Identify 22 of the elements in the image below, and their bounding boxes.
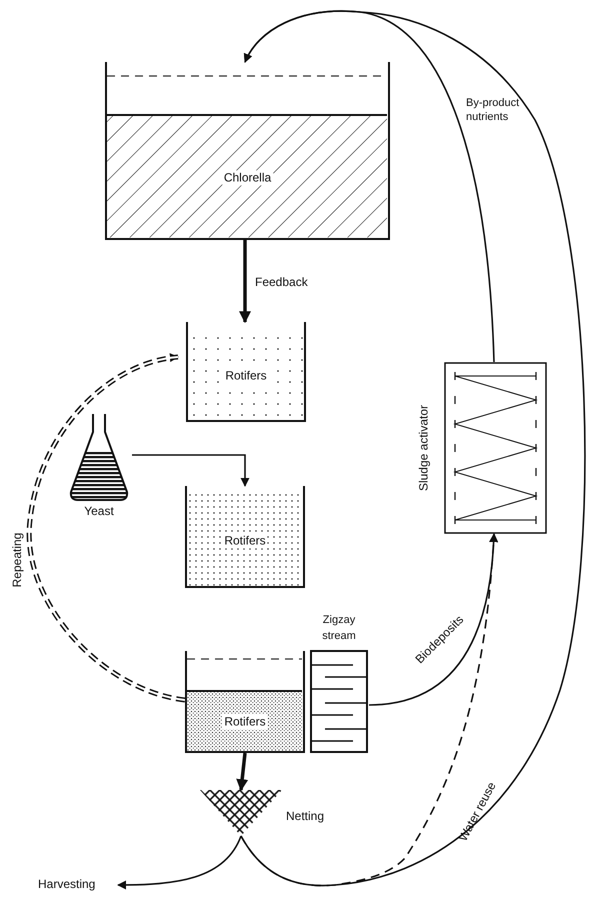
dashed-arrow [240, 533, 498, 886]
tank-label: Rotifers [222, 714, 268, 730]
edge-label: By-product nutrients [466, 96, 520, 125]
tank-label: Rotifers [223, 368, 269, 384]
arrow [236, 752, 248, 792]
tank-label: Chlorella [222, 170, 274, 186]
rotifer-tank [185, 651, 305, 753]
harvesting-label: Harvesting [38, 877, 118, 893]
arrow [132, 454, 250, 487]
dashed-arrow [26, 354, 186, 702]
edge-label: Feedback [255, 276, 308, 290]
flask-label: Yeast [84, 505, 114, 518]
netting-label: Netting [286, 810, 324, 824]
channel-label: Zigzay stream [321, 613, 357, 644]
chlorella-tank [105, 62, 390, 240]
arrow [117, 836, 242, 890]
tank-label: Rotifers [222, 533, 268, 549]
edge-label: Repeating [11, 532, 25, 588]
rotifer-tank [186, 322, 306, 422]
activator-label: Sludge activator [417, 404, 431, 492]
arrow [239, 240, 251, 324]
rotifer-tank [185, 486, 305, 588]
